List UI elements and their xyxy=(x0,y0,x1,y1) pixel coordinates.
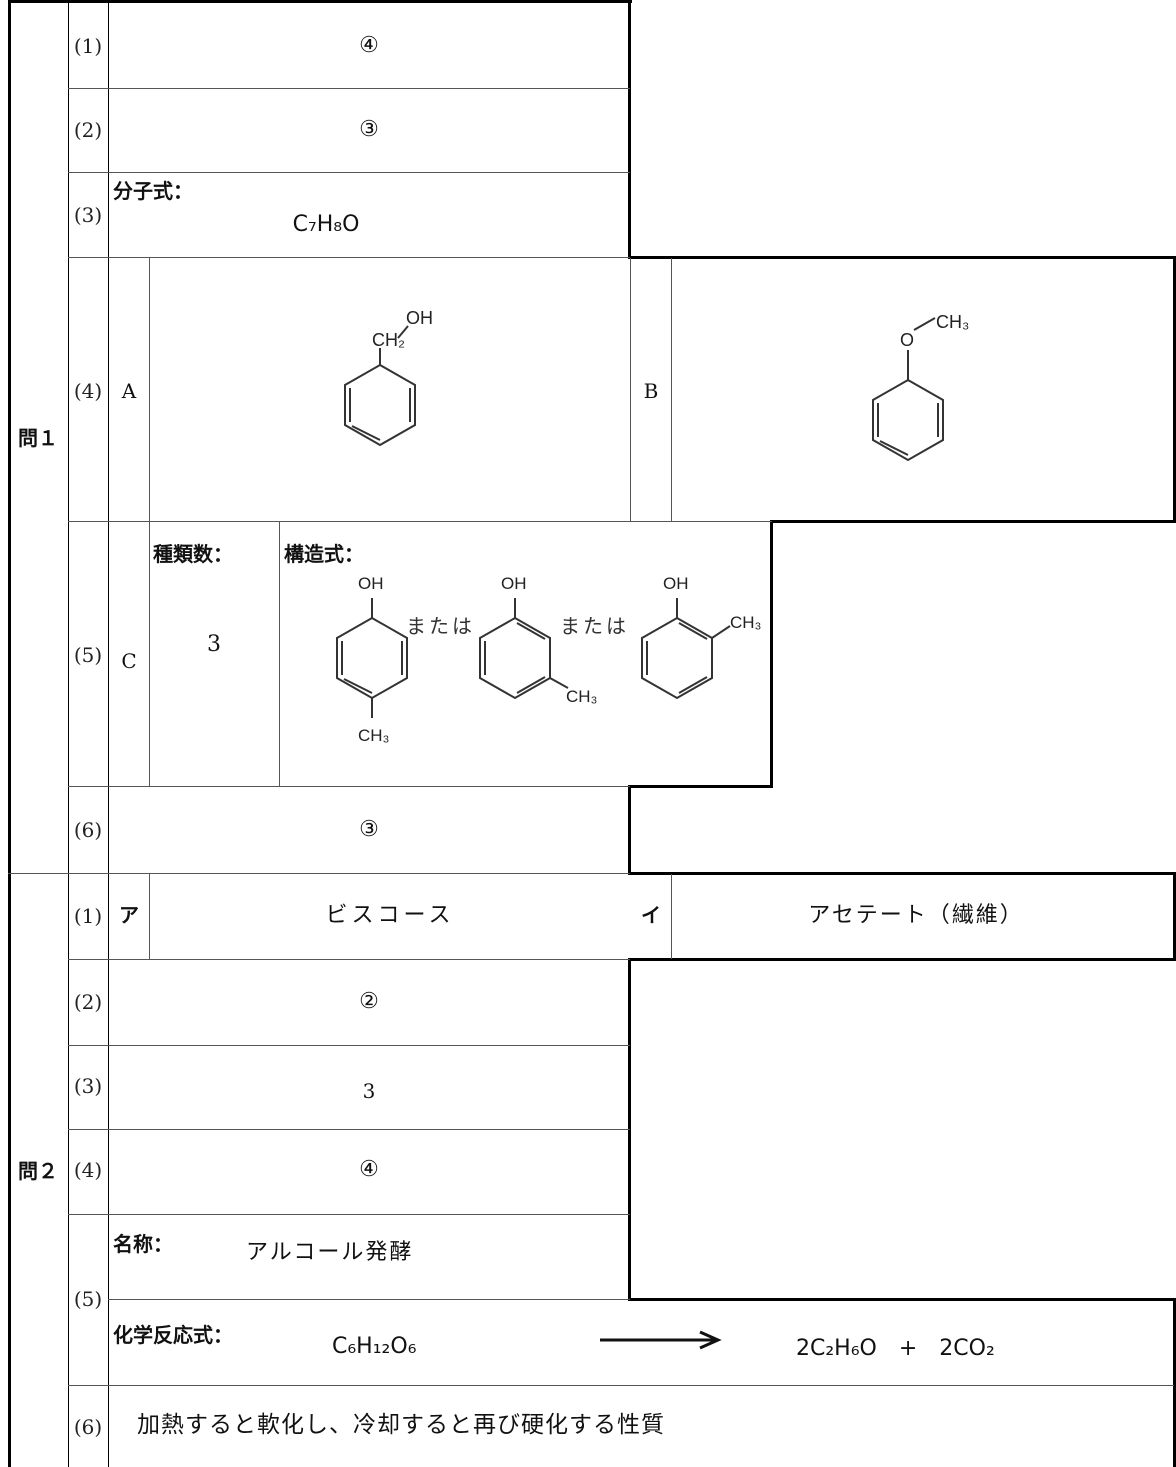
q2-item-2-number: (2) xyxy=(73,990,103,1014)
q1-item-2-answer: ③ xyxy=(359,117,379,142)
q2-item-1-number: (1) xyxy=(73,904,103,928)
compound-a-label: A xyxy=(121,379,137,403)
reaction-arrow-icon xyxy=(600,1330,722,1350)
ch3-group-label: CH₃ xyxy=(358,726,389,745)
q1-item-1-answer: ④ xyxy=(359,33,379,58)
q1-item-1-number: (1) xyxy=(73,34,103,58)
or-text-1: または xyxy=(406,614,475,638)
compound-a-structure: CH₂ OH xyxy=(344,308,433,447)
ch3-group-label: CH₃ xyxy=(936,312,969,332)
q2-item-4-number: (4) xyxy=(73,1158,103,1182)
q1-item-5-number: (5) xyxy=(73,643,103,667)
q2-item-6-number: (6) xyxy=(73,1415,103,1439)
ch3-group-label: CH₃ xyxy=(730,613,761,632)
q1-item-2-number: (2) xyxy=(73,118,103,142)
isomer-count-value: 3 xyxy=(207,632,221,657)
q1-formula-label: 分子式： xyxy=(113,179,193,203)
answer-i-label: イ xyxy=(641,903,661,927)
q1-item-6-answer: ③ xyxy=(359,817,379,842)
ch3-group-label: CH₃ xyxy=(566,687,597,706)
answer-a-label: ア xyxy=(119,903,139,927)
question-2-label: 問２ xyxy=(18,1159,58,1183)
q1-item-3-number: (3) xyxy=(73,203,103,227)
answer-a-value: ビスコース xyxy=(325,903,455,928)
m-cresol-structure: OH CH₃ xyxy=(479,574,597,706)
oxygen-label: O xyxy=(900,330,914,350)
q1-item-6-number: (6) xyxy=(73,818,103,842)
q2-item-6-answer: 加熱すると軟化し、冷却すると再び硬化する性質 xyxy=(137,1412,665,1438)
o-cresol-structure: OH CH₃ xyxy=(641,574,761,700)
benzene-ring xyxy=(479,616,551,700)
ch2-group-label: CH₂ xyxy=(372,330,405,350)
q2-item-3-number: (3) xyxy=(73,1074,103,1098)
equation-reactant: C₆H₁₂O₆ xyxy=(332,1334,417,1359)
question-1-label: 問１ xyxy=(18,426,58,450)
compound-c-label: C xyxy=(121,649,137,673)
p-cresol-structure: OH CH₃ xyxy=(336,574,408,745)
equation-products: 2C₂H₆O + 2CO₂ xyxy=(796,1336,995,1361)
oh-group-label: OH xyxy=(406,308,433,328)
q2-item-3-answer: 3 xyxy=(362,1079,376,1103)
oh-group-label: OH xyxy=(358,574,384,593)
isomer-count-label: 種類数： xyxy=(153,542,233,566)
process-name-label: 名称： xyxy=(113,1232,173,1256)
q2-item-4-answer: ④ xyxy=(359,1157,379,1182)
q1-molecular-formula: C₇H₈O xyxy=(292,212,360,237)
process-name-value: アルコール発酵 xyxy=(246,1240,414,1265)
or-text-2: または xyxy=(560,614,629,638)
q2-item-2-answer: ② xyxy=(359,989,379,1014)
oh-group-label: OH xyxy=(501,574,527,593)
benzene-ring xyxy=(344,363,416,447)
compound-b-structure: O CH₃ xyxy=(872,312,969,462)
oh-group-label: OH xyxy=(663,574,689,593)
benzene-ring xyxy=(872,378,944,462)
q2-item-5-number: (5) xyxy=(73,1287,103,1311)
benzene-ring xyxy=(641,616,713,700)
equation-label: 化学反応式： xyxy=(113,1323,233,1347)
answer-i-value: アセテート（繊維） xyxy=(808,903,1024,928)
compound-b-label: B xyxy=(643,379,659,403)
q1-item-4-number: (4) xyxy=(73,379,103,403)
structure-label: 構造式： xyxy=(284,542,364,566)
benzene-ring xyxy=(336,616,408,700)
